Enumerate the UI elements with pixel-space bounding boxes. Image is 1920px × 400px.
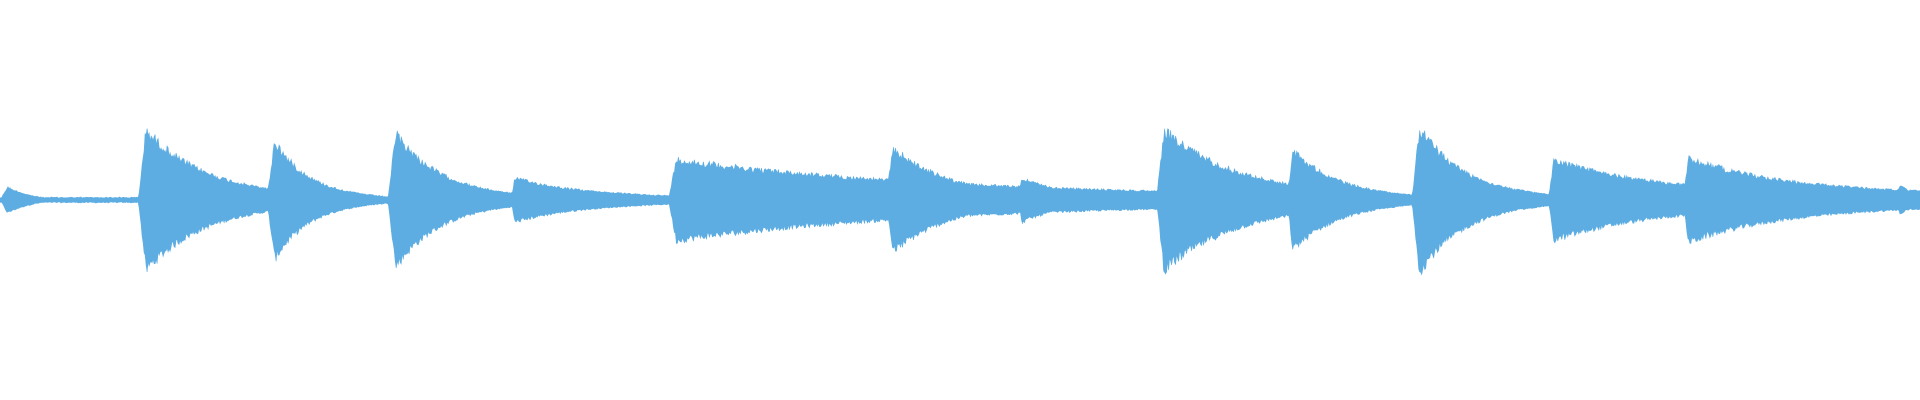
waveform-shape (0, 128, 1920, 276)
